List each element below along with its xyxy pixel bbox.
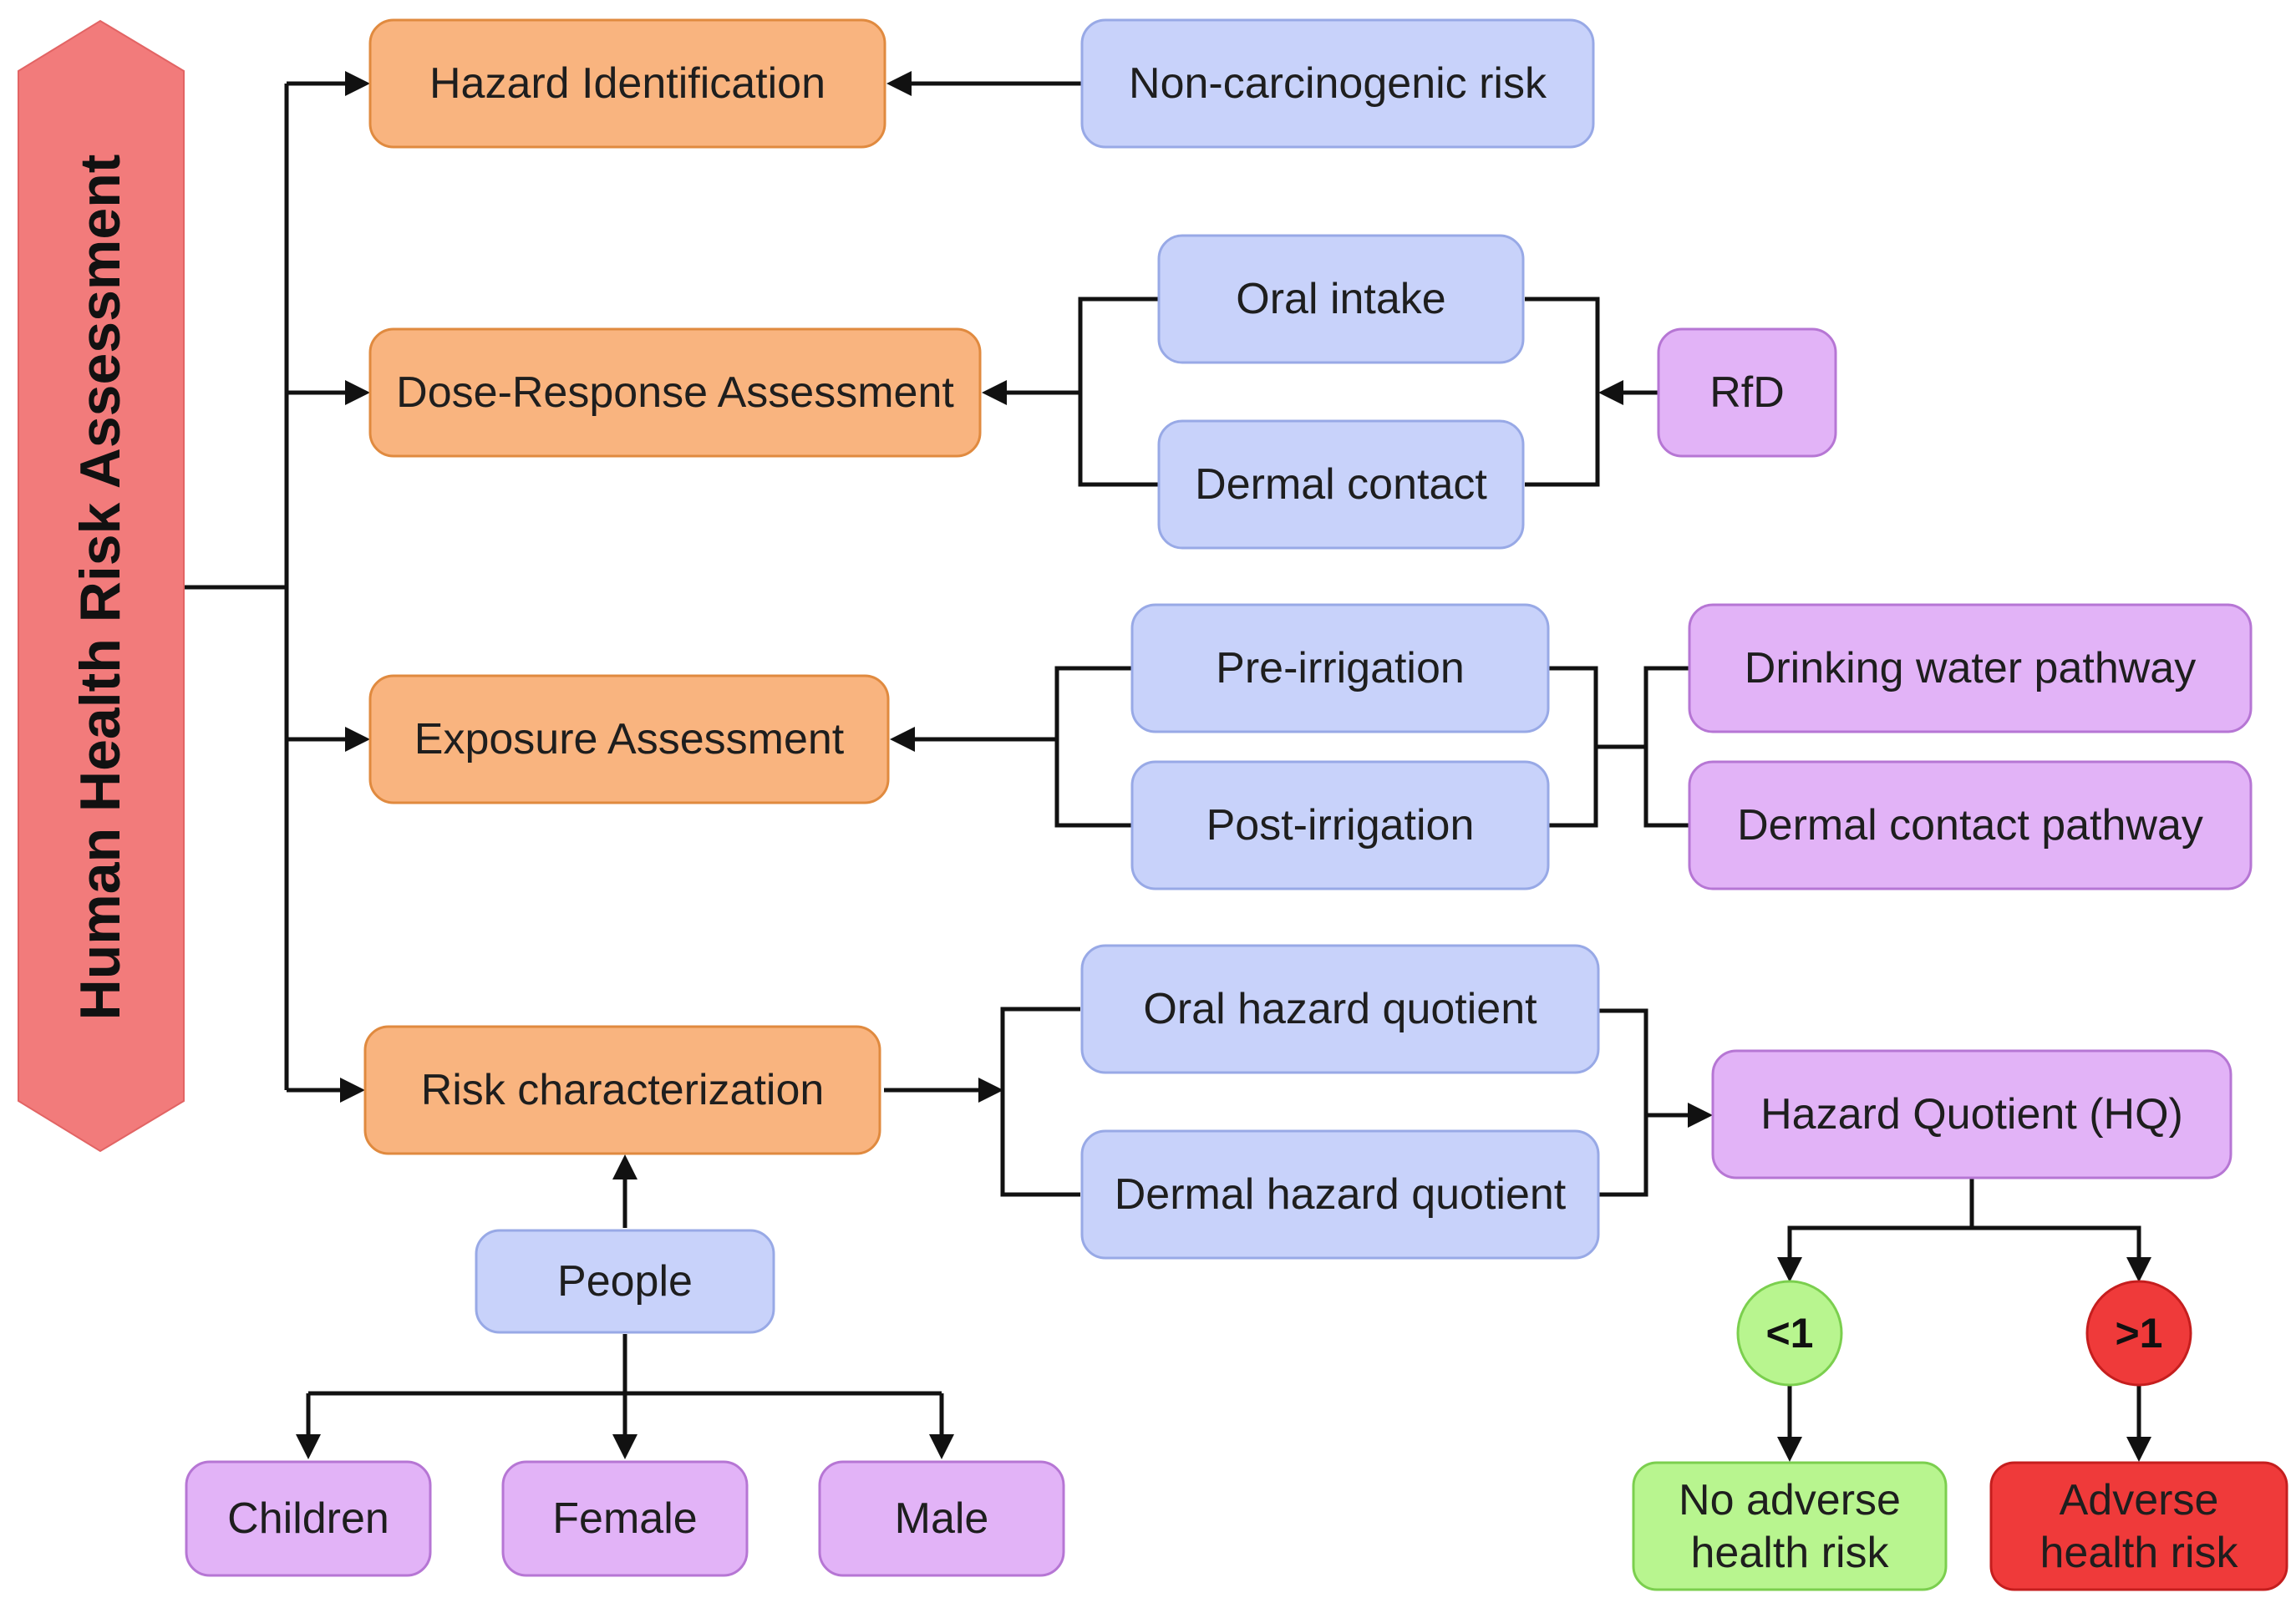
bracket-quotients-right (1598, 1008, 1648, 1197)
bracket-dose-left (1078, 297, 1159, 487)
bracket-dose-right (1525, 297, 1600, 487)
step-risk-characterization: Risk characterization (363, 1025, 881, 1155)
node-hq: Hazard Quotient (HQ) (1711, 1049, 2233, 1179)
children-label: Children (227, 1494, 389, 1543)
oral-intake-label: Oral intake (1236, 275, 1445, 323)
greater-than-one-label: >1 (2115, 1310, 2162, 1357)
no-adverse-line2: health risk (1691, 1529, 1890, 1577)
bracket-exposure-right (1548, 666, 1598, 828)
outcome-no-adverse-risk: No adverse health risk (1632, 1461, 1948, 1591)
arrow-to-less (1777, 1225, 1972, 1282)
less-than-one-label: <1 (1765, 1310, 1813, 1357)
outcome-adverse-risk: Adverse health risk (1989, 1461, 2288, 1591)
node-male: Male (818, 1460, 1065, 1577)
bracket-exposure-left (1054, 666, 1132, 828)
female-label: Female (552, 1494, 697, 1543)
step-exposure: Exposure Assessment (368, 674, 890, 804)
step-hazard-identification: Hazard Identification (368, 18, 886, 149)
connectors (184, 71, 2151, 1462)
arrow-to-greater (1972, 1225, 2151, 1282)
drinking-water-label: Drinking water pathway (1745, 644, 2196, 692)
node-post-irrigation: Post-irrigation (1130, 760, 1550, 890)
node-pre-irrigation: Pre-irrigation (1130, 603, 1550, 733)
dermal-hq-label: Dermal hazard quotient (1115, 1170, 1567, 1219)
male-label: Male (895, 1494, 989, 1543)
node-children: Children (185, 1460, 432, 1577)
hq-label: Hazard Quotient (HQ) (1760, 1090, 2183, 1139)
people-label: People (557, 1257, 693, 1306)
node-people: People (475, 1229, 775, 1334)
bracket-pathways (1643, 666, 1689, 828)
title-banner: Human Health Risk Assessment (18, 19, 185, 1153)
adverse-line2: health risk (2040, 1529, 2239, 1577)
threshold-less-than-one: <1 (1736, 1280, 1843, 1387)
pre-irrigation-label: Pre-irrigation (1216, 644, 1465, 692)
node-dermal-pathway: Dermal contact pathway (1688, 760, 2253, 890)
node-non-carcinogenic: Non-carcinogenic risk (1080, 18, 1595, 149)
dermal-contact-label: Dermal contact (1195, 460, 1487, 509)
oral-hq-label: Oral hazard quotient (1143, 985, 1537, 1033)
node-dermal-hq: Dermal hazard quotient (1080, 1129, 1600, 1260)
node-dermal-contact: Dermal contact (1157, 419, 1525, 550)
dose-response-label: Dose-Response Assessment (396, 368, 954, 417)
bracket-quotients-left (1000, 1007, 1080, 1197)
hazard-identification-label: Hazard Identification (429, 59, 825, 108)
dermal-pathway-label: Dermal contact pathway (1737, 801, 2203, 850)
node-rfd: RfD (1657, 327, 1837, 458)
node-oral-hq: Oral hazard quotient (1080, 944, 1600, 1074)
rfd-label: RfD (1709, 368, 1785, 417)
step-dose-response: Dose-Response Assessment (368, 327, 982, 458)
risk-characterization-label: Risk characterization (421, 1066, 825, 1114)
diagram-title: Human Health Risk Assessment (69, 155, 132, 1021)
non-carcinogenic-label: Non-carcinogenic risk (1129, 59, 1547, 108)
no-adverse-line1: No adverse (1679, 1476, 1901, 1524)
exposure-label: Exposure Assessment (414, 715, 845, 763)
node-drinking-water: Drinking water pathway (1688, 603, 2253, 733)
threshold-greater-than-one: >1 (2085, 1280, 2192, 1387)
adverse-line1: Adverse (2060, 1476, 2219, 1524)
post-irrigation-label: Post-irrigation (1206, 801, 1475, 850)
node-oral-intake: Oral intake (1157, 234, 1525, 364)
banner-shape (18, 19, 185, 1153)
node-female: Female (501, 1460, 749, 1577)
